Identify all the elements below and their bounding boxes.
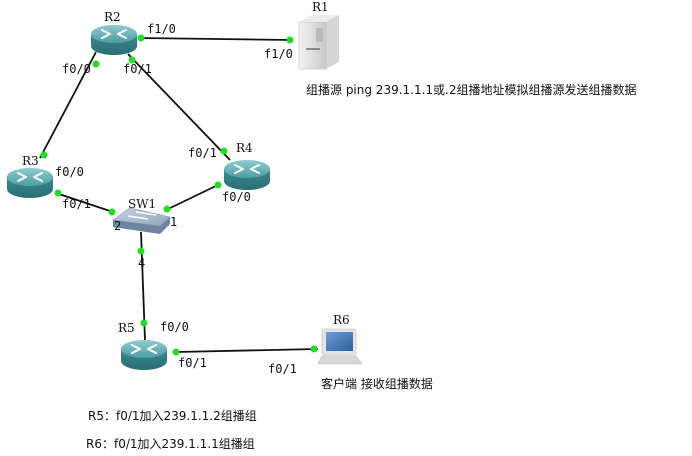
port-label-sw1-1: 1	[170, 215, 177, 229]
port-label-r2-f00: f0/0	[62, 62, 91, 76]
port-label-r5-f01: f0/1	[178, 356, 207, 370]
port-label-sw1-4: 4	[138, 256, 145, 270]
router-r5[interactable]	[120, 339, 168, 371]
port-dot-r6-f01	[310, 345, 318, 353]
device-name-r4: R4	[236, 141, 253, 155]
link-r3-sw1	[55, 192, 114, 213]
device-name-r5: R5	[118, 321, 135, 335]
port-dot-r2-f00	[92, 60, 100, 68]
port-label-r2-f10: f1/0	[147, 22, 176, 36]
device-name-r3: R3	[22, 154, 39, 168]
pc-r6[interactable]	[317, 328, 363, 365]
port-label-r3-f01: f0/1	[62, 197, 91, 211]
link-r5-r6	[175, 348, 319, 353]
port-dot-r1-f10	[286, 36, 294, 44]
switch-sw1[interactable]	[112, 207, 171, 234]
device-name-r2: R2	[104, 10, 121, 24]
links	[39, 37, 319, 353]
port-label-r1-f10: f1/0	[264, 47, 293, 61]
port-dot-r4-f00	[214, 181, 222, 189]
port-dot-sw1-2	[108, 208, 116, 216]
annotation-multicast-source: 组播源 ping 239.1.1.1或.2组播地址模拟组播源发送组播数据	[306, 82, 637, 97]
link-r2-r3	[39, 51, 97, 159]
port-dots	[40, 34, 318, 356]
port-dot-sw1-1	[163, 205, 171, 213]
port-dot-sw1-4	[137, 247, 145, 255]
port-dot-r5-f01	[172, 348, 180, 356]
server-r1[interactable]	[298, 15, 339, 70]
device-name-sw1: SW1	[128, 197, 156, 211]
annotation-r6-join: R6：f0/1加入239.1.1.1组播组	[86, 437, 255, 451]
port-label-r6-f01: f0/1	[268, 362, 297, 376]
port-label-sw1-2: 2	[114, 219, 121, 233]
annotation-r5-join: R5：f0/1加入239.1.1.2组播组	[88, 409, 257, 423]
port-dot-r5-f00	[140, 319, 148, 327]
port-label-r2-f01: f0/1	[123, 62, 152, 76]
port-label-r4-f00: f0/0	[222, 190, 251, 204]
link-r2-r4	[127, 53, 231, 161]
link-r4-sw1	[165, 183, 221, 211]
device-name-r6: R6	[333, 313, 350, 327]
port-dot-r2-f01	[128, 56, 136, 64]
router-r4[interactable]	[223, 159, 271, 191]
port-label-r5-f00: f0/0	[160, 320, 189, 334]
port-label-r3-f00: f0/0	[55, 165, 84, 179]
device-name-r1: R1	[312, 0, 329, 14]
router-r2[interactable]	[90, 24, 138, 56]
port-label-r4-f01: f0/1	[188, 146, 217, 160]
port-dot-r3-f00	[40, 151, 48, 159]
router-r3[interactable]	[6, 167, 54, 199]
annotation-client: 客户端 接收组播数据	[321, 376, 433, 391]
link-r2-r1	[139, 37, 293, 41]
port-dot-r4-f01	[220, 147, 228, 155]
port-dot-r3-f01	[54, 189, 62, 197]
port-dot-r2-f10	[137, 34, 145, 42]
